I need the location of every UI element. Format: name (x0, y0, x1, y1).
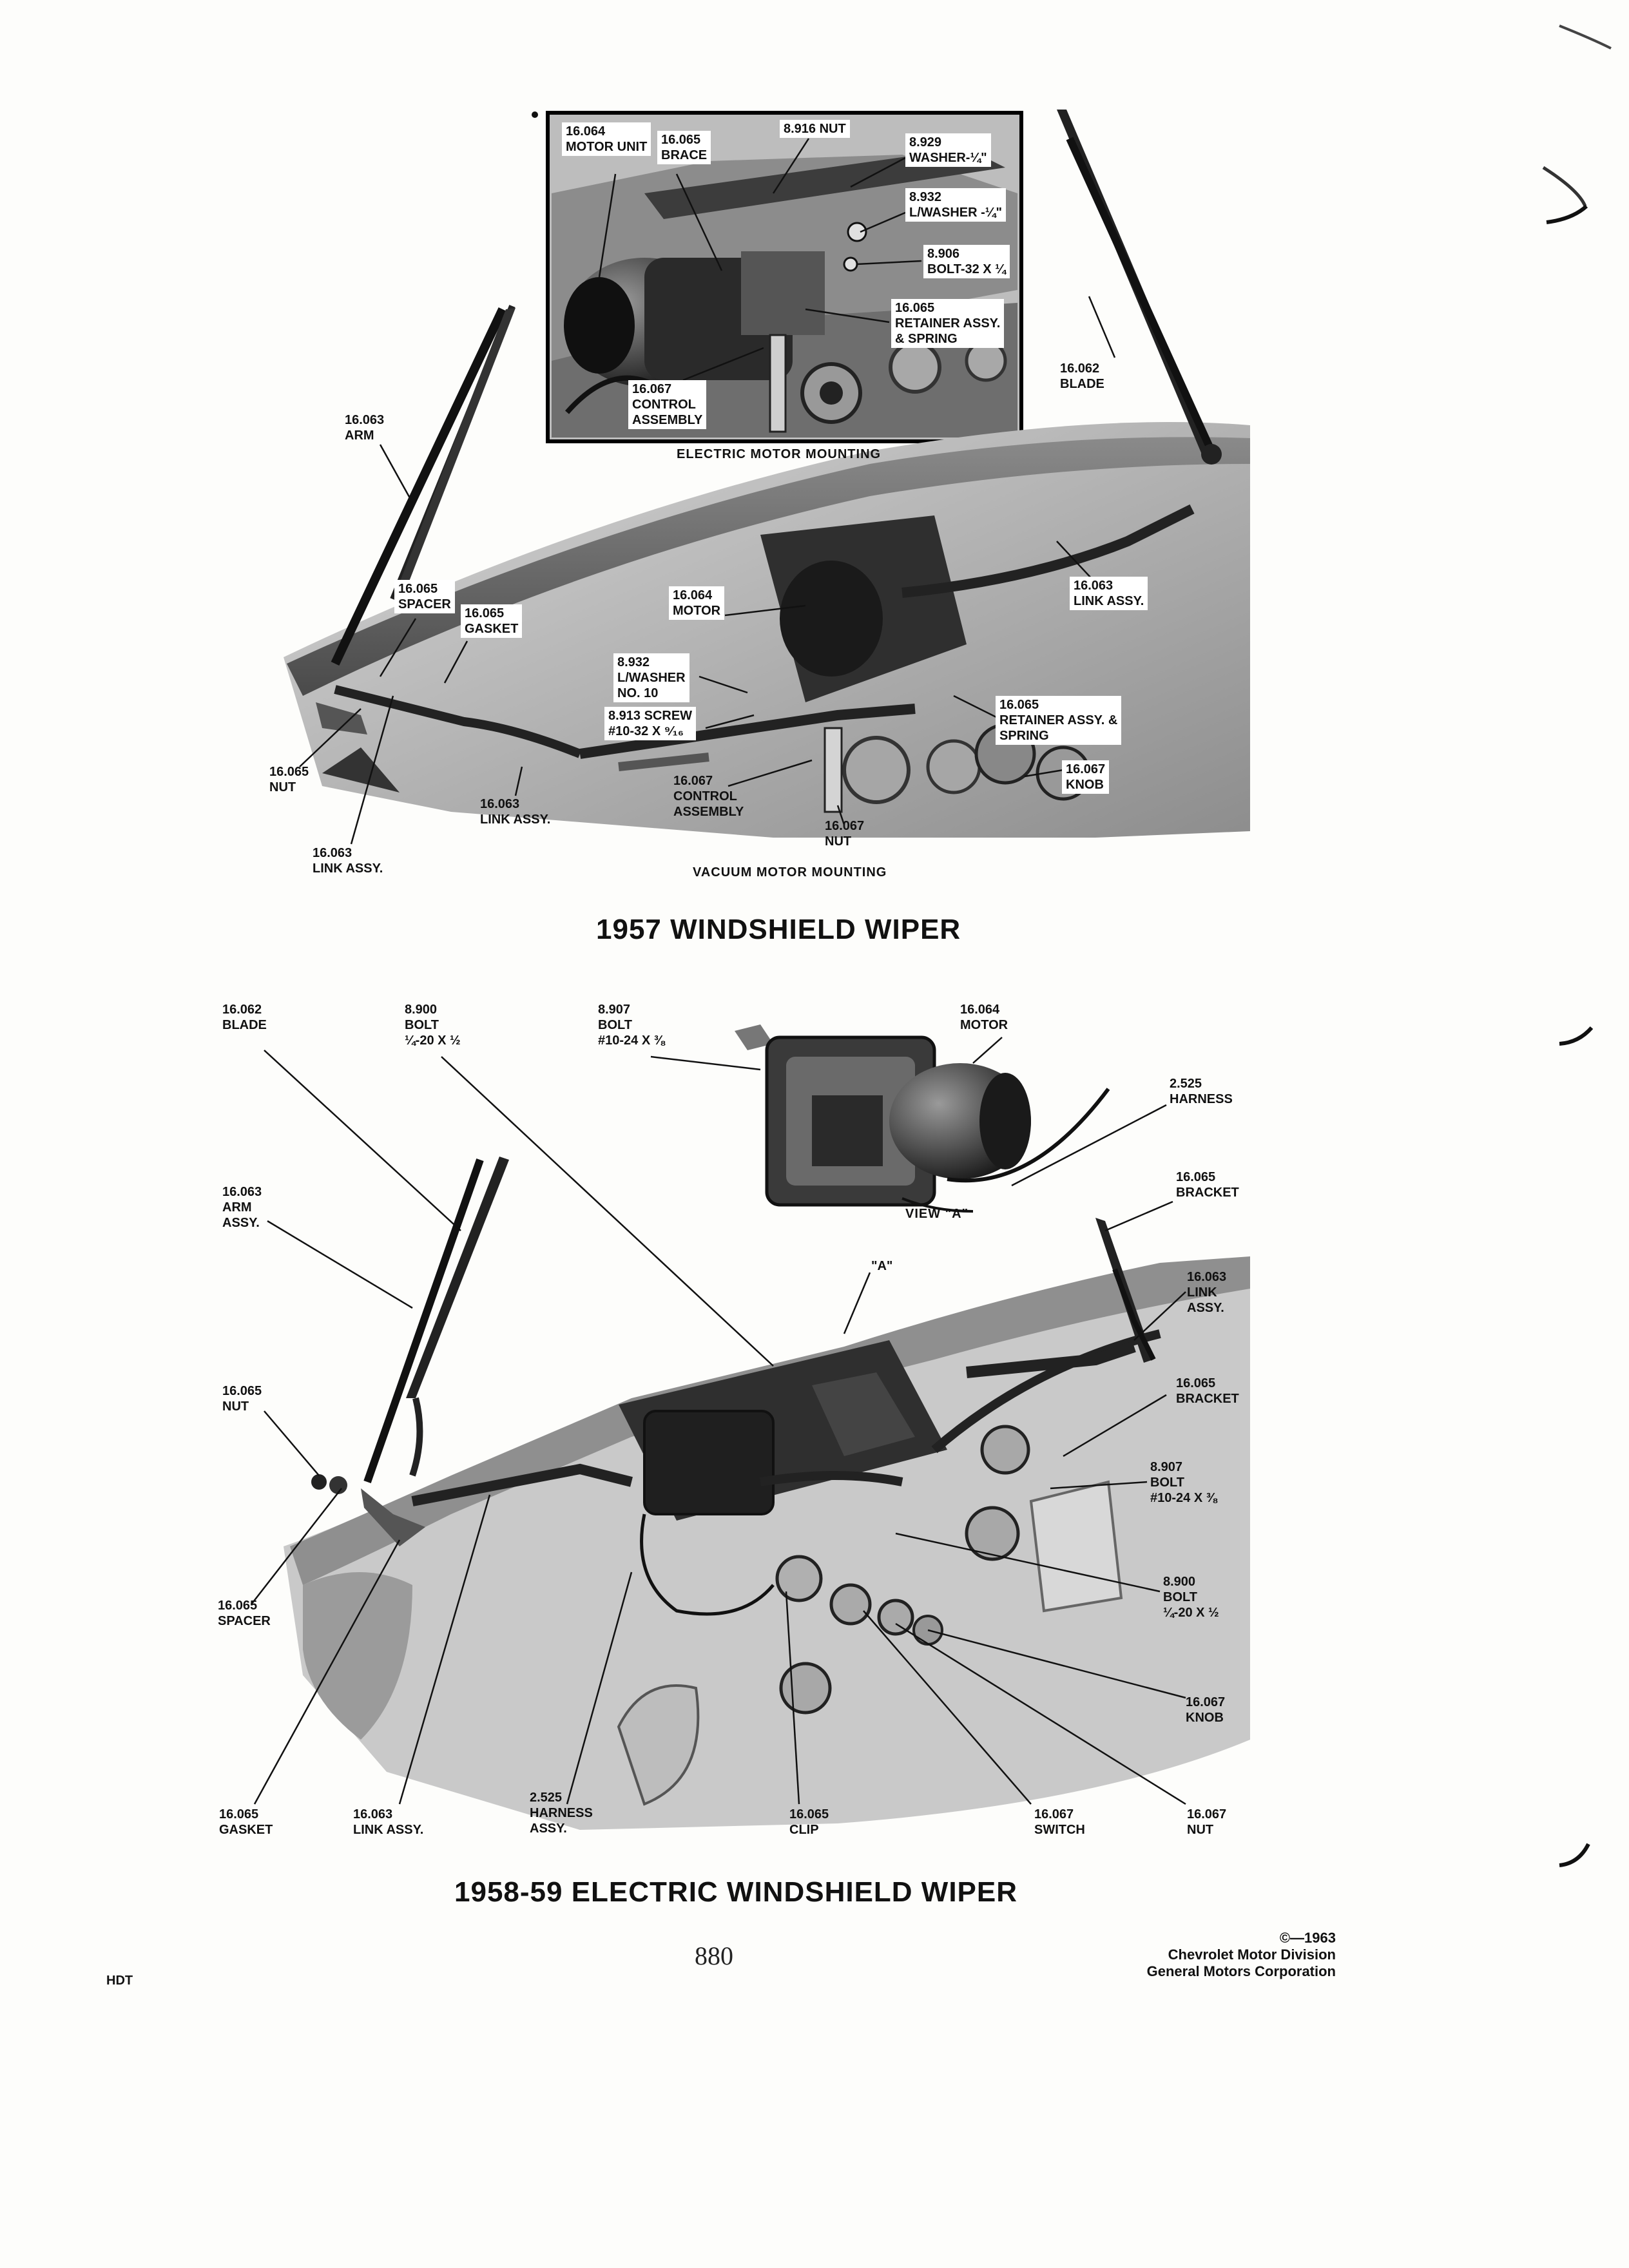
label-1958-motor: 16.064 MOTOR (960, 1003, 1008, 1032)
inset-electric-motor-photo (546, 111, 1023, 443)
label-1957-gasket: 16.065 GASKET (461, 604, 523, 638)
label-1957-nut-8916: 8.916 NUT (780, 120, 850, 138)
label-1957-control-inset: 16.067 CONTROL ASSEMBLY (628, 380, 707, 429)
electric-motor-dash-illustration (284, 1256, 1250, 1830)
label-1957-motor-unit: 16.064 MOTOR UNIT (562, 122, 651, 156)
copyright-year: ©—1963 (1279, 1930, 1336, 1946)
label-1958-link-assy-bottom: 16.063 LINK ASSY. (353, 1807, 424, 1837)
label-1958-clip: 16.065 CLIP (789, 1807, 829, 1837)
caption-vacuum-motor-mounting: VACUUM MOTOR MOUNTING (693, 865, 887, 879)
label-1958-nut-bottom: 16.067 NUT (1187, 1807, 1227, 1837)
label-1957-lock-washer-no10: 8.932 L/WASHER NO. 10 (613, 653, 689, 702)
scan-artifacts (532, 24, 1612, 1867)
label-1958-bolt-8907-top: 8.907 BOLT #10-24 x ⅜ (598, 1003, 665, 1048)
label-1957-blade: 16.062 BLADE (1060, 361, 1104, 391)
label-1958-spacer: 16.065 SPACER (218, 1599, 271, 1628)
1957-right-blade-arm (1057, 110, 1222, 465)
caption-electric-motor-mounting: ELECTRIC MOTOR MOUNTING (677, 447, 882, 461)
page-number: 880 (695, 1941, 733, 1970)
view-a-motor-illustration (735, 1024, 1110, 1213)
label-1958-bracket-mid: 16.065 BRACKET (1176, 1376, 1239, 1406)
label-1958-bolt-8900-top: 8.900 BOLT ¼-20 x ½ (405, 1003, 461, 1048)
label-1958-gasket: 16.065 GASKET (219, 1807, 273, 1837)
label-1957-link-assy-center: 16.063 LINK ASSY. (480, 797, 551, 827)
label-1957-brace: 16.065 BRACE (657, 131, 711, 164)
label-1957-link-assy-bottom: 16.063 LINK ASSY. (313, 846, 383, 876)
copyright-credit: ©—1963 Chevrolet Motor Division General … (1147, 1930, 1336, 1980)
label-1958-bolt-8900-mid: 8.900 BOLT ¼-20 x ½ (1163, 1575, 1219, 1620)
view-a-marker: "A" (871, 1259, 893, 1273)
label-1958-bolt-8907-mid: 8.907 BOLT #10-24 x ⅜ (1150, 1460, 1217, 1505)
1958-left-blade-arm (311, 1157, 509, 1546)
label-1957-lock-washer: 8.932 L/WASHER -¼" (905, 188, 1006, 222)
1957-left-blade-arm (331, 305, 516, 666)
label-1957-knob: 16.067 KNOB (1062, 760, 1110, 794)
label-1957-nut-control: 16.067 NUT (825, 819, 865, 849)
1958-right-blade-arm (1095, 1218, 1156, 1363)
label-1957-nut-left: 16.065 NUT (269, 765, 309, 794)
label-1957-spacer: 16.065 SPACER (394, 580, 455, 613)
label-1957-bolt: 8.906 BOLT-32 x ¼ (923, 245, 1010, 278)
label-1958-bracket-top: 16.065 BRACKET (1176, 1170, 1239, 1200)
publisher-line-1: Chevrolet Motor Division (1168, 1946, 1336, 1963)
caption-view-a: VIEW "A" (905, 1207, 969, 1221)
label-1957-washer: 8.929 WASHER-¼" (905, 133, 991, 167)
1957-leader-lines (299, 138, 1116, 845)
label-1957-arm: 16.063 ARM (345, 413, 385, 443)
1958-leader-lines (251, 1037, 1186, 1805)
title-1958-59-electric-windshield-wiper: 1958-59 ELECTRIC WINDSHIELD WIPER (454, 1876, 1018, 1908)
label-1957-screw: 8.913 SCREW #10-32 x ⁹⁄₁₆ (604, 707, 697, 740)
label-1958-switch: 16.067 SWITCH (1034, 1807, 1085, 1837)
label-1957-link-assy-right: 16.063 LINK ASSY. (1070, 577, 1148, 610)
label-1957-control-main: 16.067 CONTROL ASSEMBLY (673, 774, 744, 819)
label-1958-knob: 16.067 KNOB (1186, 1695, 1226, 1725)
label-1957-motor: 16.064 MOTOR (669, 586, 725, 620)
page-code: HDT (106, 1974, 133, 1988)
label-1958-harness-top: 2.525 HARNESS (1170, 1077, 1233, 1106)
label-1958-blade: 16.062 BLADE (222, 1003, 267, 1032)
label-1957-retainer-inset: 16.065 RETAINER ASSY. & SPRING (891, 299, 1005, 348)
label-1958-harness-assy: 2.525 HARNESS ASSY. (530, 1791, 593, 1836)
publisher-line-2: General Motors Corporation (1146, 1963, 1336, 1979)
title-1957-windshield-wiper: 1957 WINDSHIELD WIPER (596, 914, 961, 945)
label-1957-retainer-main: 16.065 RETAINER ASSY. & SPRING (996, 696, 1122, 745)
label-1958-nut: 16.065 NUT (222, 1384, 262, 1414)
label-1958-link-assy-right: 16.063 LINK ASSY. (1187, 1270, 1227, 1315)
label-1958-arm-assy: 16.063 ARM ASSY. (222, 1185, 262, 1230)
